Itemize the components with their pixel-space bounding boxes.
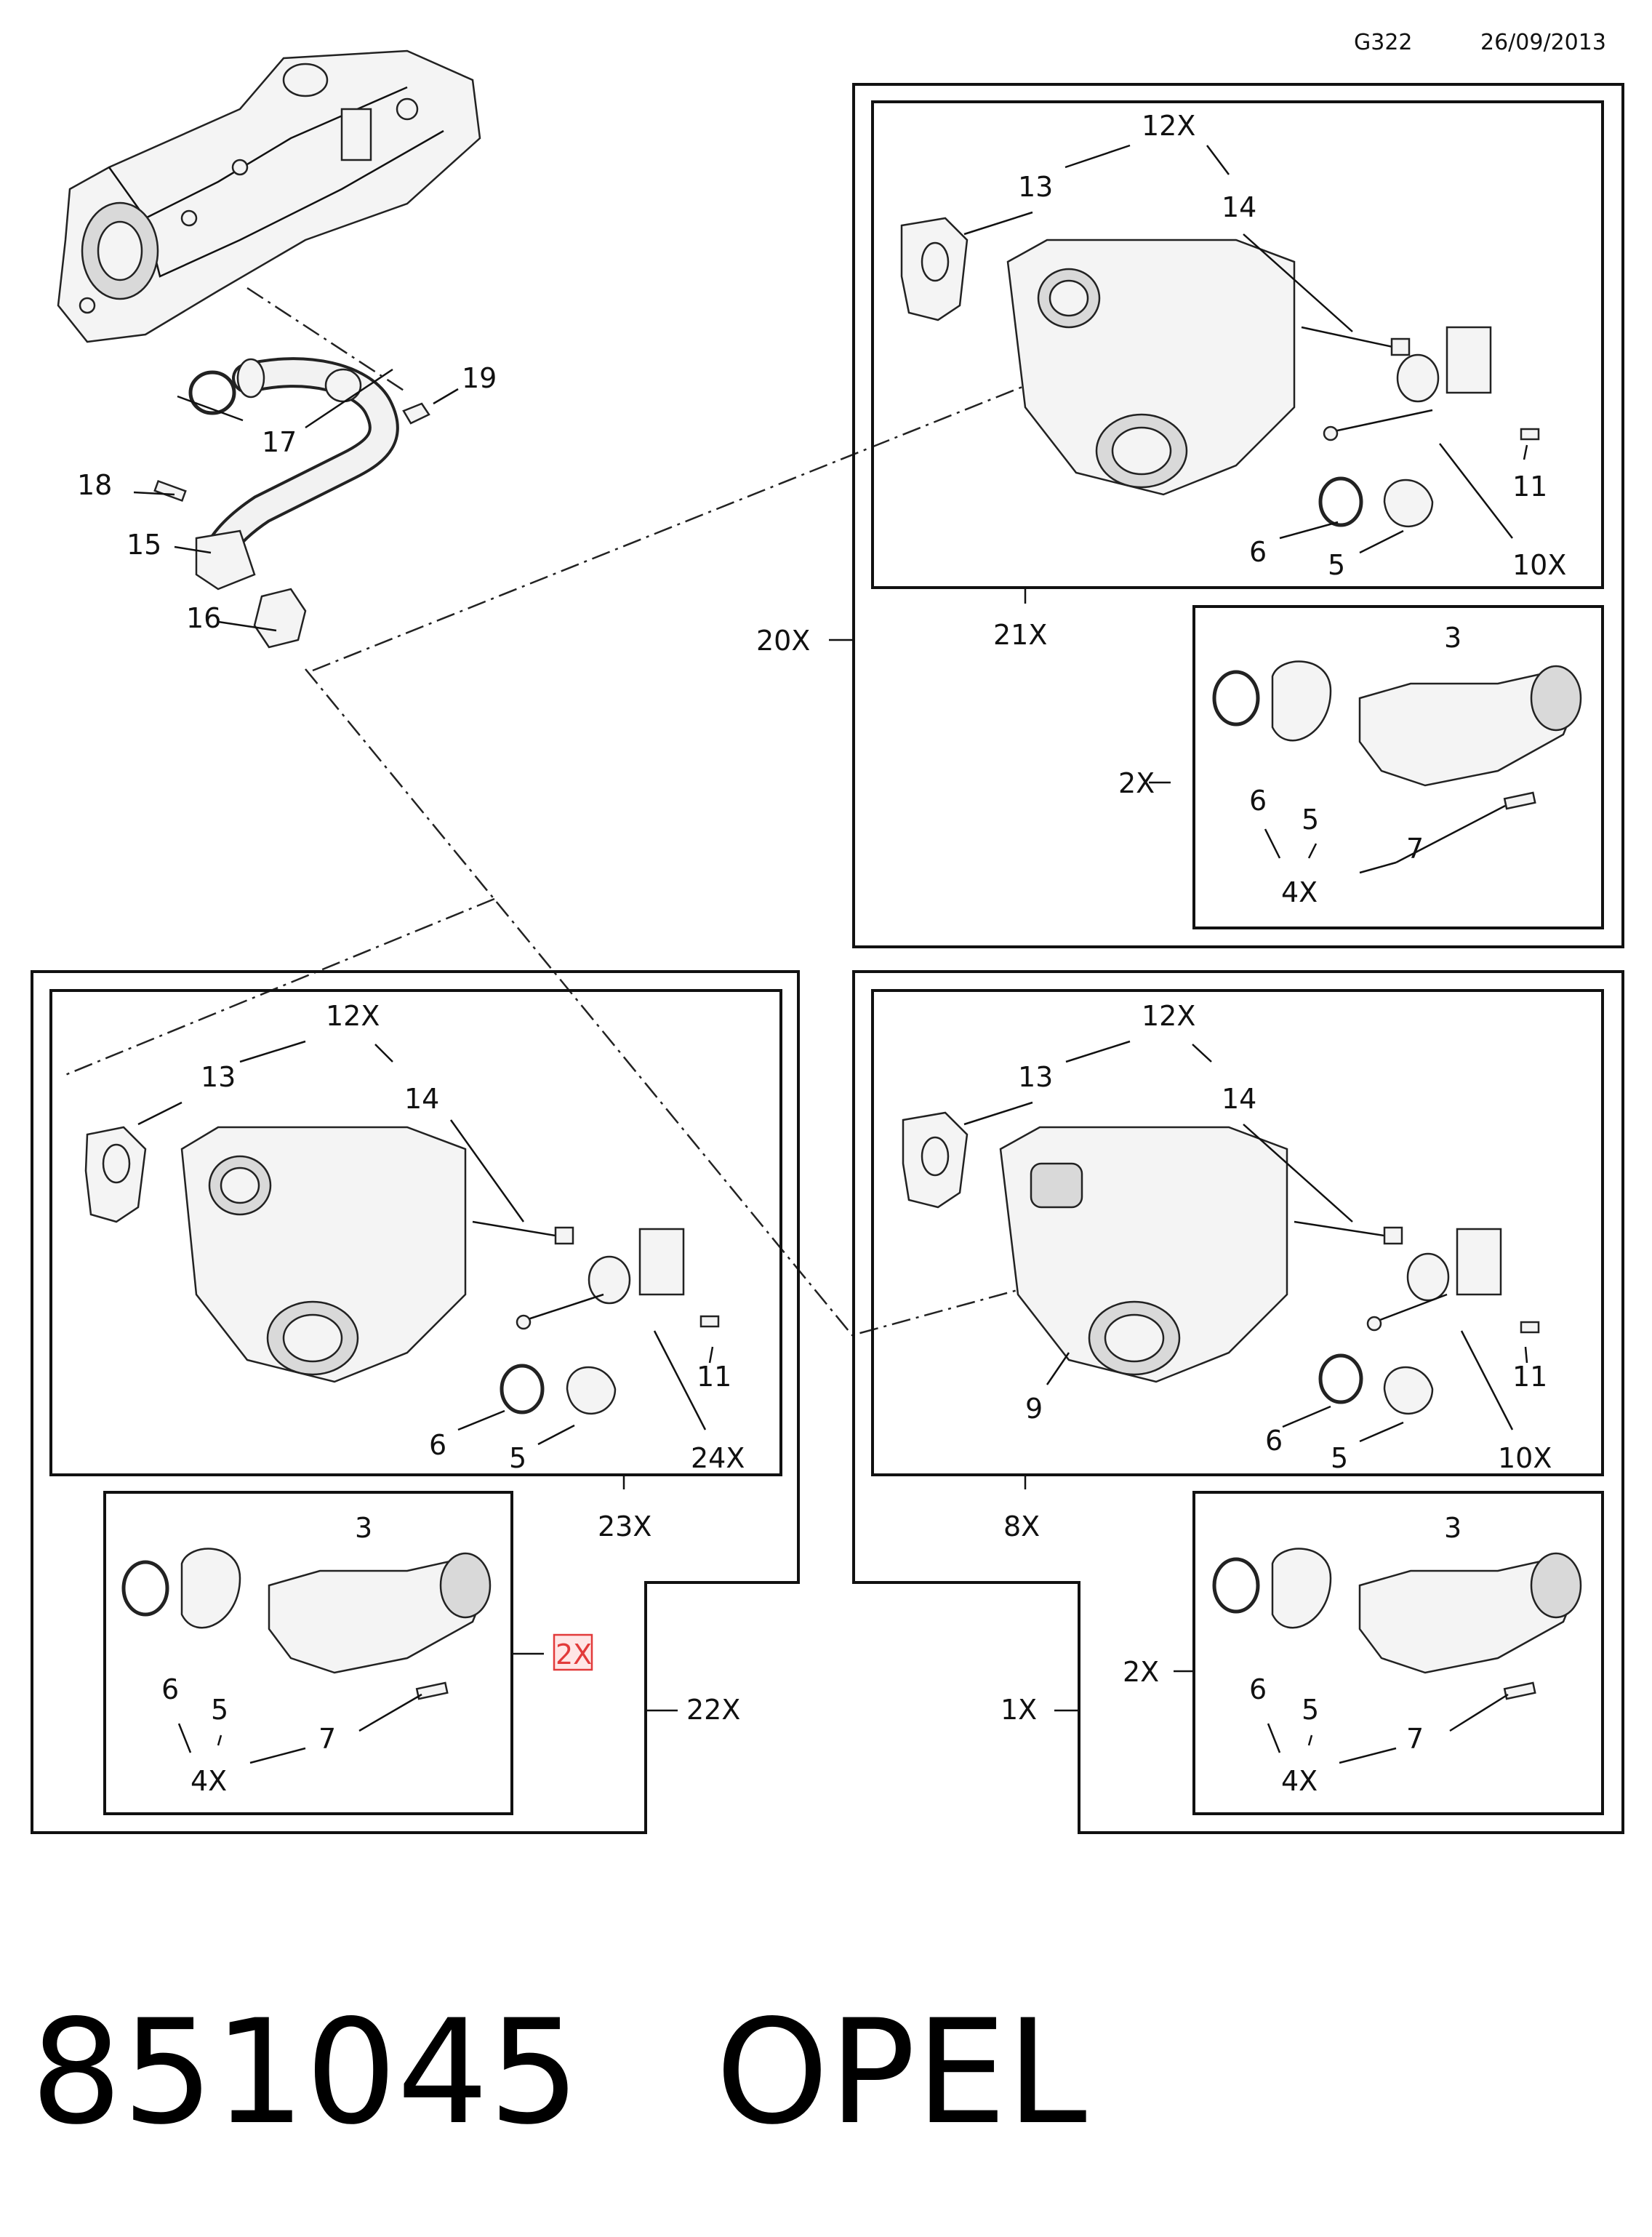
highlight-box-2x <box>553 1633 593 1671</box>
callout-2x-bottom-right: 2X <box>1123 1656 1159 1688</box>
diagram-date: 26/09/2013 <box>1480 30 1606 55</box>
callout-5-top-right-sub: 5 <box>1302 804 1319 836</box>
callout-16: 16 <box>186 602 221 634</box>
callout-22x: 22X <box>686 1694 740 1726</box>
callout-3-top-right: 3 <box>1444 622 1461 654</box>
callout-5-bottom-right: 5 <box>1331 1442 1348 1474</box>
callout-12x-bottom-right: 12X <box>1142 1000 1195 1032</box>
top-right-leaders <box>829 144 1528 641</box>
callout-5-bottom-left: 5 <box>509 1442 526 1474</box>
callout-12x-top-right: 12X <box>1142 110 1195 142</box>
callout-6-bottom-right: 6 <box>1265 1425 1283 1457</box>
callout-14-bottom-left: 14 <box>404 1083 439 1115</box>
callout-3-bottom-right: 3 <box>1444 1512 1461 1544</box>
callout-4x-top-right: 4X <box>1281 876 1318 908</box>
callout-6-bottom-left: 6 <box>429 1429 446 1461</box>
callout-19: 19 <box>462 362 497 394</box>
callout-21x: 21X <box>993 619 1047 651</box>
group-8x-throttle-body <box>902 1111 1540 1415</box>
callout-10x-top-right: 10X <box>1512 549 1566 581</box>
callout-13-bottom-left: 13 <box>201 1061 236 1093</box>
callout-13-top-right: 13 <box>1018 171 1053 203</box>
callout-7-bottom-right: 7 <box>1406 1723 1424 1755</box>
callout-18: 18 <box>77 469 112 501</box>
group-1x-frame <box>852 970 1624 1834</box>
callout-14-top-right: 14 <box>1222 191 1256 223</box>
top-right-egr-valve-subgroup <box>1149 660 1582 874</box>
callout-23x: 23X <box>598 1510 651 1542</box>
callout-17: 17 <box>262 426 297 458</box>
callout-15: 15 <box>127 529 161 561</box>
callout-1x: 1X <box>1001 1694 1037 1726</box>
egr-pipe-illustration <box>153 357 430 649</box>
diagram-code: G322 <box>1354 30 1413 55</box>
callout-4x-bottom-left: 4X <box>191 1765 227 1797</box>
bottom-right-egr-valve-subgroup <box>1174 1548 1582 1764</box>
group-21x-throttle-body <box>900 217 1540 528</box>
brand-name: OPEL <box>715 1988 1087 2156</box>
callout-7-bottom-left: 7 <box>318 1723 336 1755</box>
group-23x-throttle-body <box>84 1126 720 1415</box>
callout-11-top-right: 11 <box>1512 471 1547 503</box>
bottom-left-egr-valve-subgroup <box>121 1548 492 1764</box>
callout-2x-top-right: 2X <box>1118 767 1155 799</box>
top-left-leaders <box>133 368 459 632</box>
callout-5-bottom-right-sub: 5 <box>1302 1694 1319 1726</box>
callout-14-bottom-right: 14 <box>1222 1083 1256 1115</box>
callout-2x-bottom-left: 2X <box>556 1638 592 1670</box>
callout-11-bottom-left: 11 <box>697 1361 731 1393</box>
callout-6-bottom-right-sub: 6 <box>1249 1673 1267 1705</box>
intake-manifold-illustration <box>57 49 481 343</box>
bottom-right-leaders <box>963 1040 1528 1712</box>
callout-7-top-right: 7 <box>1406 833 1424 865</box>
group-20x-frame <box>852 83 1624 948</box>
callout-3-bottom-left: 3 <box>355 1512 372 1544</box>
bottom-left-leaders <box>137 1040 714 1655</box>
callout-24x: 24X <box>691 1442 745 1474</box>
callout-6-top-right-sub: 6 <box>1249 785 1267 817</box>
callout-10x-bottom-right: 10X <box>1498 1442 1552 1474</box>
callout-5-top-right: 5 <box>1328 549 1345 581</box>
callout-4x-bottom-right: 4X <box>1281 1765 1318 1797</box>
callout-13-bottom-right: 13 <box>1018 1061 1053 1093</box>
part-number: 851045 <box>31 1988 580 2156</box>
callout-8x: 8X <box>1003 1510 1040 1542</box>
callout-20x: 20X <box>756 625 810 657</box>
callout-5-bottom-left-sub: 5 <box>211 1694 228 1726</box>
callout-12x-bottom-left: 12X <box>326 1000 380 1032</box>
callout-6-top-right: 6 <box>1249 536 1267 568</box>
group-22x-frame <box>31 970 800 1834</box>
callout-9: 9 <box>1025 1393 1043 1425</box>
callout-6-bottom-left-sub: 6 <box>161 1673 179 1705</box>
callout-11-bottom-right: 11 <box>1512 1361 1547 1393</box>
